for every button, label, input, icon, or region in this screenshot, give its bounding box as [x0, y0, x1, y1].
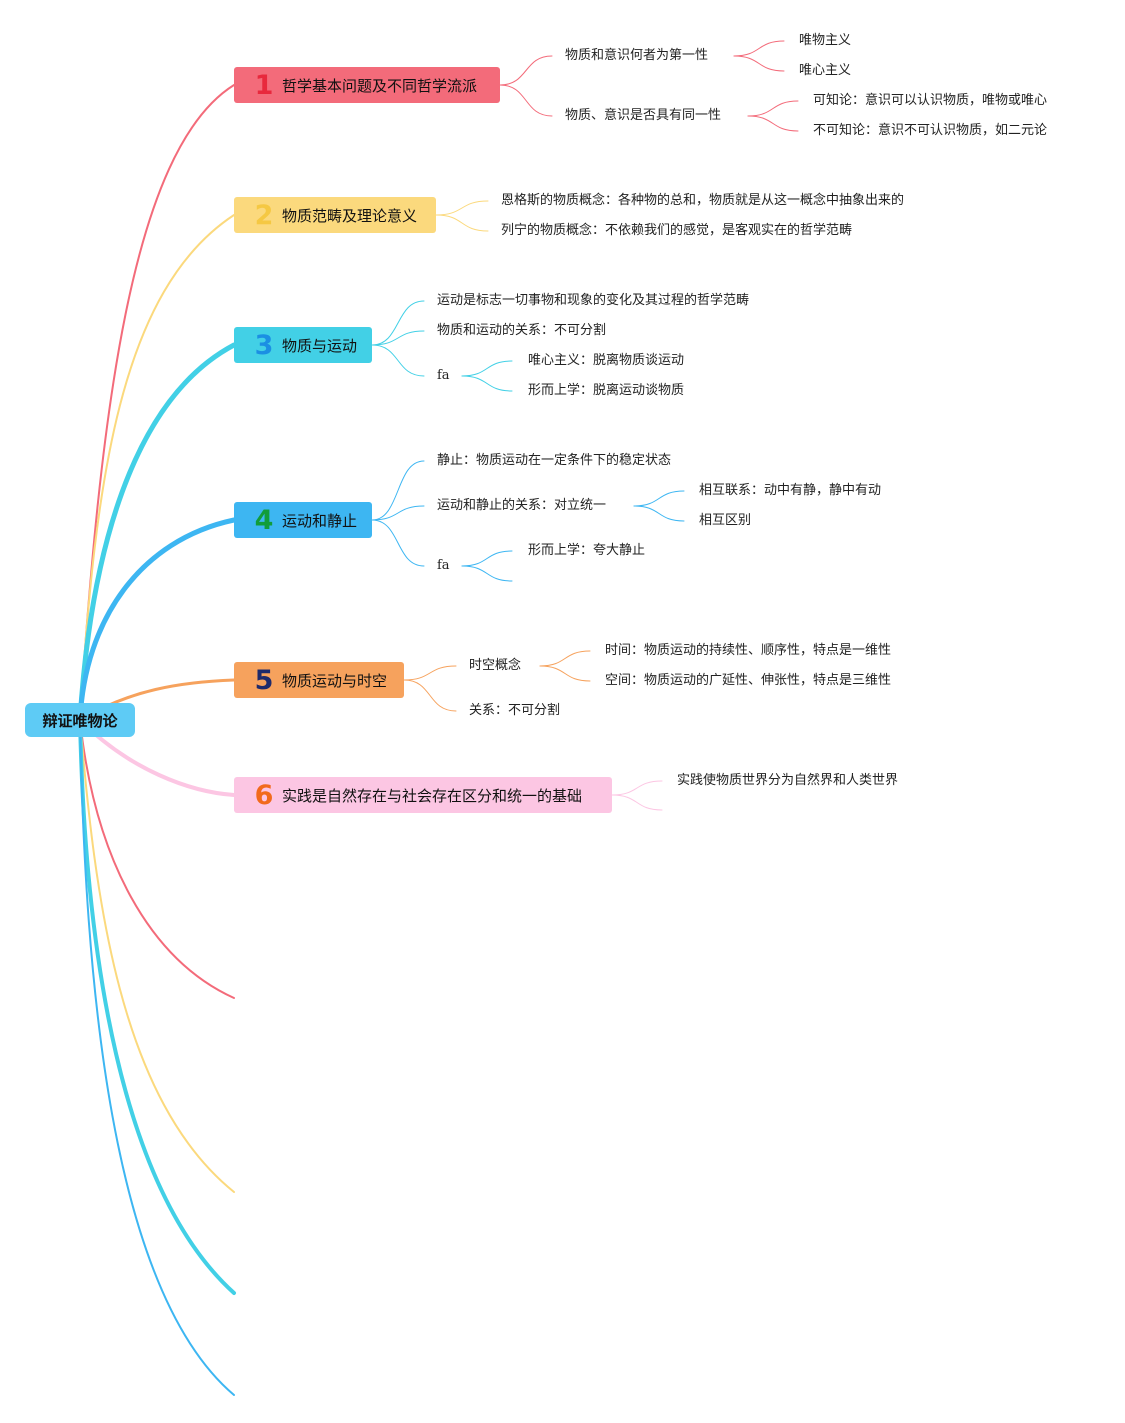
b2-link-1	[435, 200, 489, 216]
b3-topic-3-2[interactable]: 形而上学：脱离运动谈物质	[528, 383, 685, 398]
b3-topic-1[interactable]: 运动是标志一切事物和现象的变化及其过程的哲学范畴	[437, 293, 750, 308]
branch-node-1[interactable]: 1 哲学基本问题及不同哲学流派	[234, 67, 500, 103]
trail-link-2	[79, 719, 235, 1193]
branch-number-2: 2	[254, 199, 274, 231]
trail-link-4	[79, 719, 235, 1396]
b6-topic-1[interactable]: 实践使物质世界分为自然界和人类世界	[677, 773, 899, 788]
b4-topic-3-1[interactable]: 形而上学：夸大静止	[528, 543, 646, 558]
b1-link-1-1	[733, 40, 785, 57]
b5-topic-1-1[interactable]: 时间：物质运动的持续性、顺序性，特点是一维性	[605, 643, 892, 658]
b3-link-3	[371, 344, 425, 377]
branch-node-4[interactable]: 4 运动和静止	[234, 502, 372, 538]
b1-link-2-2	[747, 115, 799, 132]
root-node[interactable]: 辩证唯物论	[25, 703, 135, 737]
branch-number-5: 5	[254, 664, 274, 696]
branch-number-3: 3	[254, 329, 274, 361]
b3-link-2	[371, 330, 425, 346]
branch-number-6: 6	[254, 779, 274, 811]
root-link-4	[77, 517, 237, 723]
root-link-2	[79, 214, 235, 721]
b1-topic-1-1[interactable]: 唯物主义	[799, 33, 852, 48]
b5-topic-1[interactable]: 时空概念	[469, 658, 522, 673]
branch-node-2[interactable]: 2 物质范畴及理论意义	[234, 197, 436, 233]
b5-link-1-1	[539, 650, 591, 667]
b1-topic-2[interactable]: 物质、意识是否具有同一性	[565, 108, 722, 123]
branch-label-3: 物质与运动	[282, 336, 358, 355]
b4-topic-2-2[interactable]: 相互区别	[699, 513, 752, 528]
branch-label-5: 物质运动与时空	[282, 671, 388, 690]
b5-topic-2[interactable]: 关系：不可分割	[469, 703, 561, 718]
b4-topic-3[interactable]: fa	[437, 558, 450, 573]
trail-link-3	[78, 718, 236, 1295]
root-label: 辩证唯物论	[42, 711, 118, 730]
b1-topic-2-2[interactable]: 不可知论：意识不可认识物质，如二元论	[813, 123, 1048, 138]
b3-link-3-2	[461, 375, 513, 392]
branch-label-1: 哲学基本问题及不同哲学流派	[282, 76, 478, 95]
b4-link-3-2	[461, 565, 513, 582]
b1-topic-2-1[interactable]: 可知论：意识可以认识物质，唯物或唯心	[813, 93, 1048, 108]
b4-link-1	[371, 460, 425, 521]
branch-number-4: 4	[254, 504, 274, 536]
b5-link-1-2	[539, 665, 591, 682]
b5-link-1	[403, 665, 457, 681]
b1-link-1	[499, 55, 553, 86]
branch-label-6: 实践是自然存在与社会存在区分和统一的基础	[282, 786, 583, 805]
b2-topic-2[interactable]: 列宁的物质概念：不依赖我们的感觉，是客观实在的哲学范畴	[501, 223, 853, 238]
trail-link-1	[79, 719, 235, 999]
branch-label-2: 物质范畴及理论意义	[282, 206, 418, 225]
b3-topic-3[interactable]: fa	[437, 368, 450, 383]
b4-link-2-1	[633, 490, 685, 507]
b4-topic-2[interactable]: 运动和静止的关系：对立统一	[437, 498, 607, 513]
b4-link-2-2	[633, 505, 685, 522]
branch-node-6[interactable]: 6 实践是自然存在与社会存在区分和统一的基础	[234, 777, 612, 813]
branch-node-3[interactable]: 3 物质与运动	[234, 327, 372, 363]
b4-link-2	[371, 505, 425, 521]
branch-label-4: 运动和静止	[282, 511, 358, 530]
b5-link-2	[403, 679, 457, 712]
b6-link-2	[611, 794, 663, 811]
b3-link-3-1	[461, 360, 513, 377]
b2-link-2	[435, 214, 489, 232]
root-link-3	[77, 342, 237, 723]
b4-link-3-1	[461, 550, 513, 567]
b3-topic-2[interactable]: 物质和运动的关系：不可分割	[437, 323, 607, 338]
b6-link-1	[611, 780, 663, 796]
b1-link-2	[499, 84, 553, 117]
b2-topic-1[interactable]: 恩格斯的物质概念：各种物的总和，物质就是从这一概念中抽象出来的	[501, 193, 905, 208]
b1-link-2-1	[747, 100, 799, 117]
branch-node-5[interactable]: 5 物质运动与时空	[234, 662, 404, 698]
b1-topic-1[interactable]: 物质和意识何者为第一性	[565, 48, 709, 63]
b5-topic-1-2[interactable]: 空间：物质运动的广延性、伸张性，特点是三维性	[605, 673, 892, 688]
b3-link-1	[371, 300, 425, 346]
b4-topic-1[interactable]: 静止：物质运动在一定条件下的稳定状态	[437, 453, 672, 468]
b1-link-1-2	[733, 55, 785, 72]
b3-topic-3-1[interactable]: 唯心主义：脱离物质谈运动	[528, 353, 685, 368]
b1-topic-1-2[interactable]: 唯心主义	[799, 63, 852, 78]
branch-number-1: 1	[254, 69, 274, 101]
b4-topic-2-1[interactable]: 相互联系：动中有静，静中有动	[699, 483, 882, 498]
b4-link-3	[371, 519, 425, 567]
